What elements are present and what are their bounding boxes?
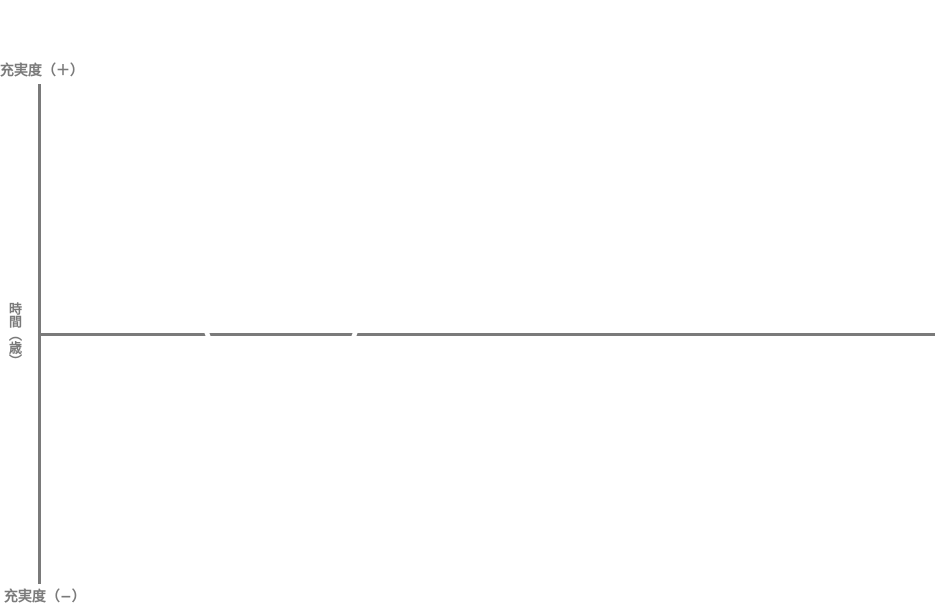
y-axis-top-label: 充実度（＋） <box>0 63 84 79</box>
horizontal-axis <box>38 333 935 336</box>
axis-gap-mark <box>351 332 358 337</box>
time-axis-label: 時間（歳） <box>6 302 21 367</box>
y-axis-bottom-label: 充実度（−） <box>4 589 86 605</box>
